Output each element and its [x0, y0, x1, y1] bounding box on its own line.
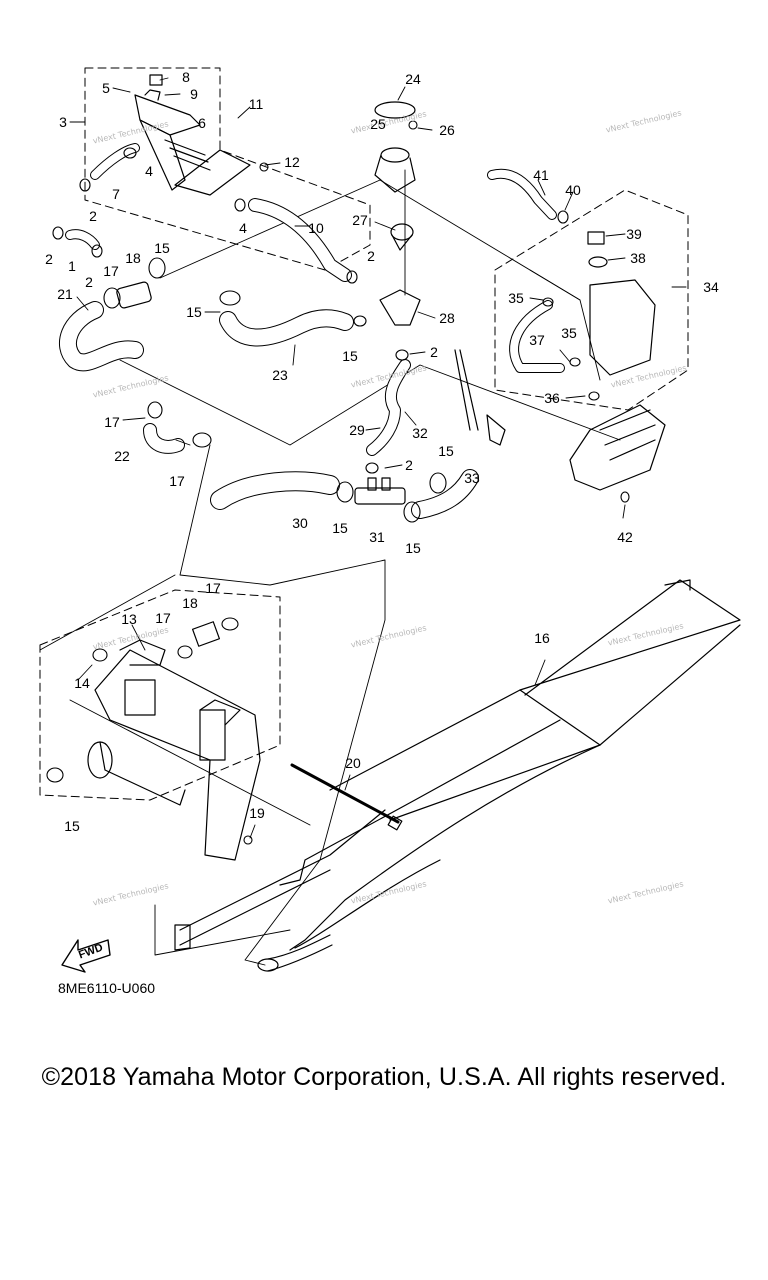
- callout-9: 9: [190, 86, 198, 102]
- callout-21: 21: [57, 286, 73, 302]
- callout-4: 4: [145, 163, 153, 179]
- callout-1: 1: [68, 258, 76, 274]
- callout-17: 17: [104, 414, 120, 430]
- callout-4: 4: [239, 220, 247, 236]
- group-box-13: [39, 589, 281, 801]
- callout-7: 7: [112, 186, 120, 202]
- callout-22: 22: [114, 448, 130, 464]
- callout-24: 24: [405, 71, 421, 87]
- callout-2: 2: [45, 251, 53, 267]
- callout-26: 26: [439, 122, 455, 138]
- heat-exchanger: [174, 579, 741, 972]
- callout-19: 19: [249, 805, 265, 821]
- guard-bracket: [454, 349, 666, 491]
- callout-23: 23: [272, 367, 288, 383]
- coolant-reservoir: [587, 231, 656, 376]
- fwd-arrow-shape: [61, 939, 111, 973]
- callout-39: 39: [626, 226, 642, 242]
- callout-5: 5: [102, 80, 110, 96]
- callout-28: 28: [439, 310, 455, 326]
- group-box-3: [84, 67, 371, 271]
- callout-10: 10: [308, 220, 324, 236]
- callout-29: 29: [349, 422, 365, 438]
- callout-15: 15: [64, 818, 80, 834]
- callout-34: 34: [703, 279, 719, 295]
- callout-35: 35: [561, 325, 577, 341]
- drawing-code: 8ME6110-U060: [58, 980, 156, 996]
- callout-38: 38: [630, 250, 646, 266]
- parts-diagram: vNext Technologies vNext Technologies vN…: [39, 67, 741, 973]
- callout-20: 20: [345, 755, 361, 771]
- callout-15: 15: [405, 540, 421, 556]
- copyright-notice: ©2018 Yamaha Motor Corporation, U.S.A. A…: [41, 1063, 727, 1091]
- callout-35: 35: [508, 290, 524, 306]
- intercooler: [87, 621, 261, 861]
- callout-32: 32: [412, 425, 428, 441]
- callout-15: 15: [332, 520, 348, 536]
- callout-2: 2: [89, 208, 97, 224]
- clamps: [46, 120, 630, 845]
- callout-11: 11: [248, 96, 264, 112]
- callout-2: 2: [430, 344, 438, 360]
- exploded-view-drawing: [39, 67, 741, 973]
- callout-14: 14: [74, 675, 90, 691]
- shaft: [290, 763, 403, 831]
- callout-37: 37: [529, 332, 545, 348]
- callout-40: 40: [565, 182, 581, 198]
- callout-36: 36: [544, 390, 560, 406]
- callout-30: 30: [292, 515, 308, 531]
- callout-2: 2: [85, 274, 93, 290]
- leader-lines: [69, 77, 687, 839]
- callout-2: 2: [367, 248, 375, 264]
- callout-2: 2: [405, 457, 413, 473]
- callout-3: 3: [59, 114, 67, 130]
- callout-16: 16: [534, 630, 550, 646]
- callout-6: 6: [198, 115, 206, 131]
- callout-15: 15: [342, 348, 358, 364]
- callout-25: 25: [370, 116, 386, 132]
- callout-18: 18: [125, 250, 141, 266]
- callout-17: 17: [155, 610, 171, 626]
- callout-13: 13: [121, 611, 137, 627]
- callout-33: 33: [464, 470, 480, 486]
- callout-18: 18: [182, 595, 198, 611]
- callout-41: 41: [533, 167, 549, 183]
- callout-17: 17: [169, 473, 185, 489]
- callout-15: 15: [154, 240, 170, 256]
- thermostat-cover: [134, 74, 251, 196]
- callout-17: 17: [205, 580, 221, 596]
- callout-12: 12: [284, 154, 300, 170]
- callout-42: 42: [617, 529, 633, 545]
- callout-15: 15: [438, 443, 454, 459]
- callout-8: 8: [182, 69, 190, 85]
- callout-15: 15: [186, 304, 202, 320]
- callout-17: 17: [103, 263, 119, 279]
- filler-neck: [374, 101, 421, 326]
- callout-31: 31: [369, 529, 385, 545]
- callout-27: 27: [352, 212, 368, 228]
